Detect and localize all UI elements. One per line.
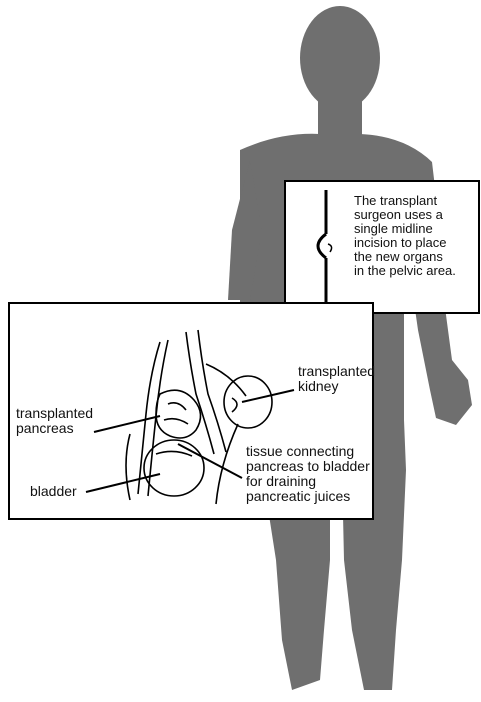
pancreas-detail — [164, 403, 188, 424]
kidney-shape — [224, 376, 272, 428]
incision-inset-box: The transplant surgeon uses a single mid… — [284, 180, 480, 314]
neck-shape — [318, 100, 362, 138]
bladder-detail — [156, 451, 192, 456]
incision-caption: The transplant surgeon uses a single mid… — [354, 194, 480, 278]
label-transplanted-kidney: transplanted kidney — [298, 364, 375, 394]
pancreas-shape — [156, 390, 201, 438]
label-tissue-connecting: tissue connecting pancreas to bladder fo… — [246, 444, 370, 504]
pointer-kidney — [242, 390, 294, 402]
vessel-outer-right — [216, 424, 238, 504]
pointer-pancreas — [94, 416, 160, 432]
head-shape — [300, 6, 380, 110]
midline-incision-icon — [286, 182, 346, 316]
vessel-outer-left — [126, 434, 130, 500]
kidney-hilum — [232, 398, 237, 412]
pointer-tissue — [178, 444, 242, 478]
navel-mark — [328, 244, 332, 252]
organ-inset-box: transplanted kidney transplanted pancrea… — [8, 302, 374, 520]
label-bladder: bladder — [30, 484, 77, 499]
bladder-shape — [144, 440, 204, 496]
label-transplanted-pancreas: transplanted pancreas — [16, 406, 93, 436]
vessel-center-2 — [198, 330, 226, 452]
navel-curve — [318, 234, 326, 258]
